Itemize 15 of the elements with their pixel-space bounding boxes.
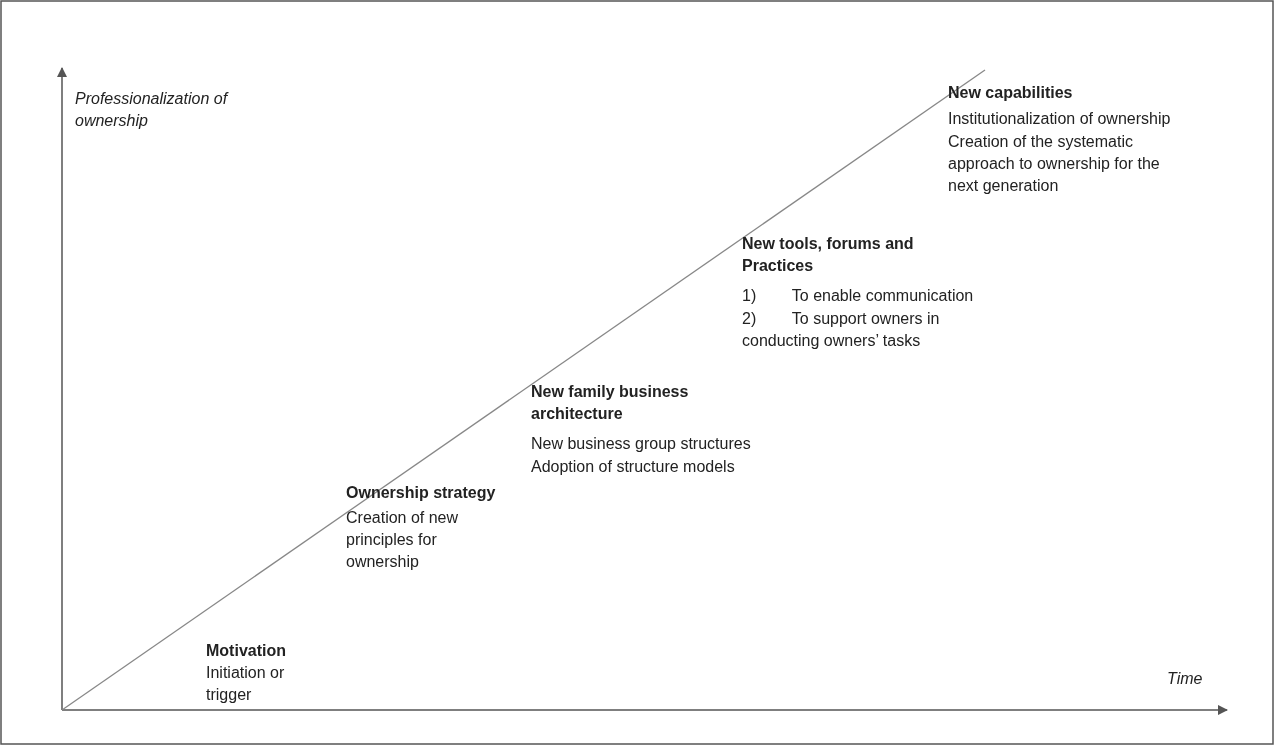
axis-label: Time — [1167, 669, 1203, 689]
stage-description: New business group structures — [531, 434, 751, 454]
list-item: 2) To support owners in conducting owners’ tasks — [742, 309, 941, 351]
stage-description: Initiation or trigger — [206, 663, 286, 705]
stage-description: Adoption of structure models — [531, 457, 735, 477]
axis-label: Professionalization of ownership — [75, 89, 230, 131]
stage-heading: New capabilities — [948, 83, 1073, 103]
stage-description: Creation of the systematic approach to ownership for the next generation — [948, 132, 1161, 196]
stage-heading: New tools, forums and Practices — [742, 234, 915, 276]
stage-description: Creation of new principles for ownership — [346, 508, 460, 572]
stage-heading: Ownership strategy — [346, 483, 496, 503]
list-item: 1) To enable communication — [742, 286, 974, 306]
stage-heading: New family business architecture — [531, 382, 690, 424]
stage-heading: Motivation — [206, 641, 286, 661]
stage-description: Institutionalization of ownership — [948, 109, 1171, 129]
